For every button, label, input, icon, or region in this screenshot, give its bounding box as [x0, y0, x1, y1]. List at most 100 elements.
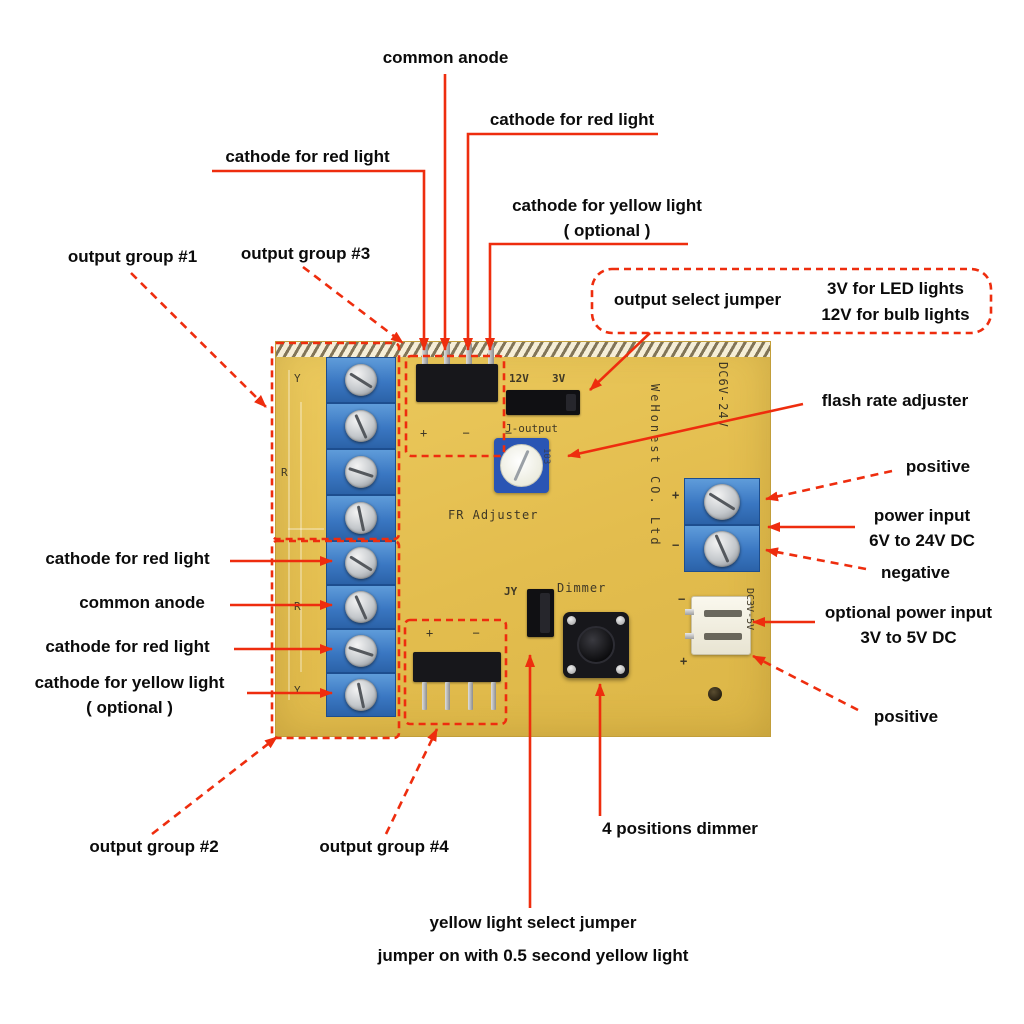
- silk-dimmer: Dimmer: [557, 581, 607, 595]
- label-line: 12V for bulb lights: [821, 305, 970, 325]
- flash-rate-potentiometer: 103: [494, 438, 551, 493]
- silk-minus-opt: −: [678, 592, 687, 606]
- screw-terminal: [345, 591, 377, 623]
- label-positive-bottom: positive: [873, 707, 939, 726]
- header-pin: [468, 682, 473, 710]
- silk-j-output: J-output: [505, 422, 558, 435]
- pin-header-top: [416, 364, 498, 402]
- label-output-group3: output group #3: [240, 244, 371, 263]
- label-cathode-yellow-left: cathode for yellow light ( optional ): [22, 671, 237, 720]
- terminal-cell: [684, 525, 760, 572]
- label-negative: negative: [881, 563, 950, 582]
- connector-pin: [685, 609, 694, 615]
- label-output-select-jumper: output select jumper: [613, 290, 782, 309]
- label-cathode-red-top-right: cathode for red light: [489, 110, 655, 129]
- header-pin: [491, 682, 496, 710]
- label-optional-power: optional power input 3V to 5V DC: [816, 601, 1001, 650]
- connector-pin: [685, 633, 694, 639]
- label-line: power input: [873, 506, 971, 525]
- output-select-jumper: [506, 390, 580, 415]
- line-positive-top: [765, 469, 893, 502]
- screw-terminal: [704, 530, 740, 567]
- label-common-anode-left: common anode: [79, 593, 205, 612]
- silk-fr-adjuster: FR Adjuster: [448, 508, 539, 522]
- label-line: 6V to 24V DC: [869, 530, 975, 550]
- screw-terminal: [704, 483, 740, 520]
- silk-y-bottom: Y: [294, 684, 301, 697]
- label-line: 3V for LED lights: [827, 279, 964, 298]
- silk-jy: JY: [504, 585, 518, 598]
- terminal-cell: [326, 495, 396, 541]
- line-output-group4: [384, 728, 439, 835]
- screw-terminal: [345, 547, 377, 579]
- line-output-group2: [151, 735, 278, 836]
- silk-r-top: R: [281, 466, 288, 479]
- label-common-anode-top: common anode: [382, 48, 509, 67]
- terminal-cell: [684, 478, 760, 525]
- silk-dc-range: DC6V-24V: [716, 362, 730, 428]
- label-positive-top: positive: [905, 457, 971, 476]
- label-yellow-select-2: jumper on with 0.5 second yellow light: [377, 946, 689, 965]
- connector-slot: [704, 610, 742, 617]
- silk-bottom-header-marks: + −: [426, 626, 496, 640]
- label-line: cathode for yellow light: [34, 673, 225, 692]
- silk-3v: 3V: [552, 372, 566, 385]
- line-output-group3: [302, 265, 404, 345]
- button-pin: [567, 616, 576, 625]
- silk-dc-low: DC3V-5V: [744, 588, 755, 631]
- screw-terminal: [345, 410, 377, 442]
- pcb-trace: [288, 528, 324, 530]
- button-pin: [567, 665, 576, 674]
- pcb-trace: [288, 370, 290, 700]
- label-line: ( optional ): [86, 697, 173, 717]
- terminal-cell: [326, 449, 396, 495]
- dimmer-push-button: [563, 612, 629, 678]
- terminal-cell: [326, 357, 396, 403]
- header-pin: [422, 682, 427, 710]
- line-output-group1: [130, 272, 267, 408]
- label-output-group4: output group #4: [319, 837, 449, 856]
- silk-plus-opt: +: [680, 654, 689, 668]
- label-output-group2: output group #2: [89, 837, 219, 856]
- screw-terminal: [345, 364, 377, 396]
- label-cathode-red-left1: cathode for red light: [45, 549, 210, 568]
- terminal-cell: [326, 673, 396, 717]
- pcb-trace: [300, 402, 302, 672]
- pot-value-label: 103: [541, 448, 551, 465]
- pcb-board: Y R R Y + − − 12V 3V J-output: [275, 341, 771, 737]
- label-yellow-select-1: yellow light select jumper: [429, 913, 637, 932]
- label-flash-rate: flash rate adjuster: [821, 391, 969, 410]
- terminal-cell: [326, 541, 396, 585]
- optional-power-connector: [685, 596, 751, 655]
- button-pin: [616, 616, 625, 625]
- label-cathode-yellow-top: cathode for yellow light ( optional ): [492, 194, 722, 243]
- terminal-block-group1: [326, 357, 396, 541]
- label-output-group1: output group #1: [67, 247, 198, 266]
- silk-plus-power: +: [672, 488, 681, 502]
- label-power-input: power input 6V to 24V DC: [852, 504, 992, 553]
- silk-r-bottom: R: [294, 600, 301, 613]
- label-cathode-red-top-left: cathode for red light: [225, 147, 390, 166]
- terminal-block-group2: [326, 541, 396, 717]
- yellow-select-jumper: [527, 589, 554, 637]
- mounting-hole: [708, 687, 722, 701]
- label-line: optional power input: [824, 603, 993, 622]
- label-line: cathode for yellow light: [512, 196, 702, 215]
- silk-brand: WeHonest CO. Ltd: [648, 384, 662, 548]
- pin-header-bottom: [413, 652, 501, 682]
- terminal-cell: [326, 403, 396, 449]
- button-pin: [616, 665, 625, 674]
- power-terminal-block: [684, 478, 760, 572]
- silk-minus-power: −: [672, 538, 681, 552]
- line-negative: [765, 547, 867, 571]
- screw-terminal: [345, 502, 377, 534]
- header-pin: [445, 682, 450, 710]
- terminal-cell: [326, 585, 396, 629]
- potentiometer-dial: [500, 444, 543, 487]
- label-voltage-note: 3V for LED lights 12V for bulb lights: [798, 276, 993, 329]
- label-dimmer: 4 positions dimmer: [602, 819, 758, 838]
- silk-12v: 12V: [509, 372, 529, 385]
- terminal-cell: [326, 629, 396, 673]
- button-cap: [577, 626, 615, 664]
